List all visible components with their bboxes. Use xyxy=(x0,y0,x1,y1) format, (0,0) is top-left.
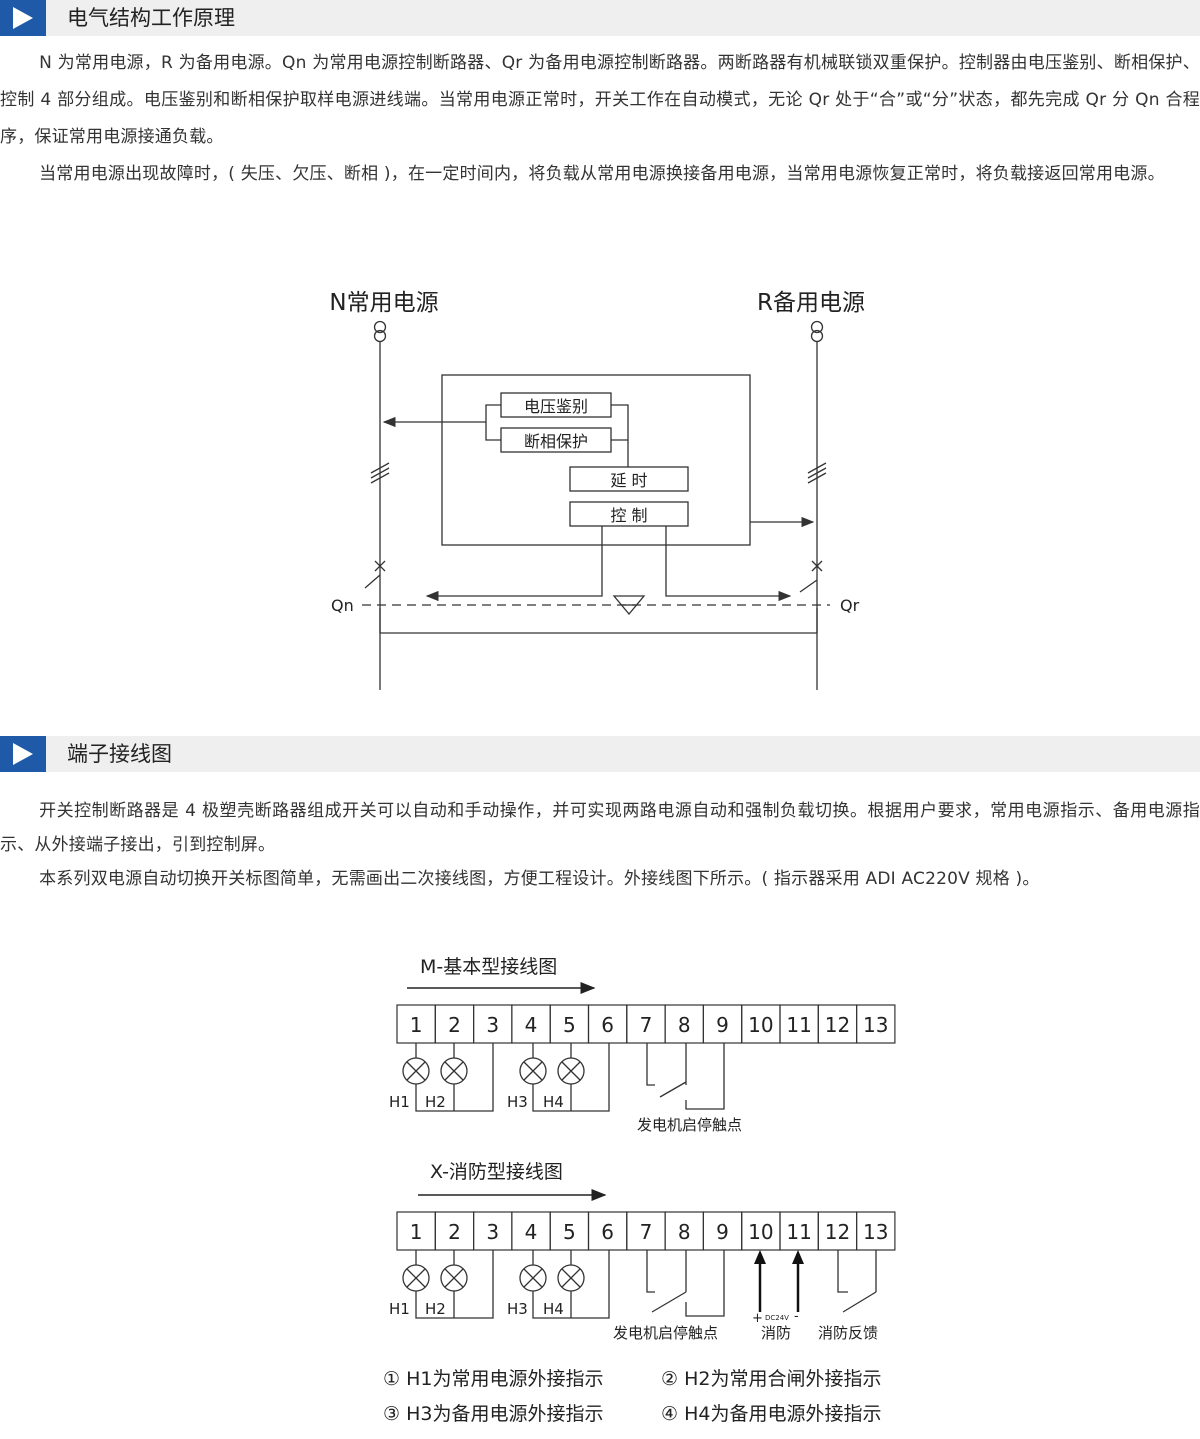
fire-label: 消防 xyxy=(761,1324,791,1342)
x-diagram-title: X-消防型接线图 xyxy=(430,1161,563,1183)
paragraph: N 为常用电源，R 为备用电源。Qn 为常用电源控制断路器、Qr 为备用电源控制… xyxy=(0,53,1200,147)
r-source-label: R备用电源 xyxy=(757,290,865,316)
h4-label: H4 xyxy=(543,1300,564,1318)
terminal-number: 6 xyxy=(601,1013,614,1037)
terminal-number: 12 xyxy=(825,1013,850,1037)
phase-protect-label: 断相保护 xyxy=(524,432,588,451)
dc-plus-label: + xyxy=(752,1311,763,1326)
play-icon-box xyxy=(0,736,46,772)
m-diagram-title: M-基本型接线图 xyxy=(420,956,557,978)
dc-voltage-label: DC24V xyxy=(765,1314,789,1322)
terminal-number: 5 xyxy=(563,1013,576,1037)
principle-text: N 为常用电源，R 为备用电源。Qn 为常用电源控制断路器、Qr 为备用电源控制… xyxy=(0,45,1200,193)
terminal-number: 6 xyxy=(601,1220,614,1244)
fire-feedback-label: 消防反馈 xyxy=(818,1324,878,1342)
terminal-number: 3 xyxy=(486,1013,499,1037)
h2-label: H2 xyxy=(425,1300,446,1318)
paragraph: 当常用电源出现故障时，( 失压、欠压、断相 )，在一定时间内，将负载从常用电源换… xyxy=(39,164,1165,184)
play-icon xyxy=(13,743,33,765)
terminal-number: 10 xyxy=(748,1013,773,1037)
h3-label: H3 xyxy=(507,1300,528,1318)
terminal-number: 9 xyxy=(716,1013,729,1037)
terminal-number: 7 xyxy=(640,1220,653,1244)
terminal-number: 3 xyxy=(486,1220,499,1244)
terminal-number: 2 xyxy=(448,1220,461,1244)
h4-label: H4 xyxy=(543,1093,564,1111)
generator-contact-label: 发电机启停触点 xyxy=(637,1116,742,1134)
h3-label: H3 xyxy=(507,1093,528,1111)
play-icon xyxy=(13,7,33,29)
h1-label: H1 xyxy=(389,1093,410,1111)
qn-label: Qn xyxy=(331,596,354,615)
terminal-number: 10 xyxy=(748,1220,773,1244)
paragraph: 本系列双电源自动切换开关标图简单，无需画出二次接线图，方便工程设计。外接线图下所… xyxy=(39,869,1040,889)
section-title: 电气结构工作原理 xyxy=(67,6,235,30)
section-header-wiring: 端子接线图 xyxy=(0,736,1200,772)
terminal-number: 2 xyxy=(448,1013,461,1037)
electrical-principle-diagram: N常用电源 R备用电源 电压鉴别 断相保护 延 时 控 制 Qn Qr xyxy=(329,290,865,690)
terminal-cell xyxy=(855,1004,896,1044)
terminal-number: 1 xyxy=(410,1013,423,1037)
terminal-number: 9 xyxy=(716,1220,729,1244)
terminal-number: 1 xyxy=(410,1220,423,1244)
wiring-text: 开关控制断路器是 4 极塑壳断路器组成开关可以自动和手动操作，并可实现两路电源自… xyxy=(0,794,1200,896)
section-header-principle: 电气结构工作原理 xyxy=(0,0,1200,36)
terminal-number: 7 xyxy=(640,1013,653,1037)
dc-minus-label: - xyxy=(794,1309,799,1324)
h2-label: H2 xyxy=(425,1093,446,1111)
terminal-number: 12 xyxy=(825,1220,850,1244)
section-title: 端子接线图 xyxy=(67,742,172,766)
terminal-number: 5 xyxy=(563,1220,576,1244)
voltage-detect-label: 电压鉴别 xyxy=(524,397,588,416)
terminal-number: 13 xyxy=(863,1013,888,1037)
legend-item: ③ H3为备用电源外接指示 xyxy=(383,1403,604,1425)
terminal-number: 4 xyxy=(525,1013,538,1037)
terminal-number: 4 xyxy=(525,1220,538,1244)
delay-label: 延 时 xyxy=(610,471,647,490)
terminal-number: 11 xyxy=(786,1013,811,1037)
n-source-label: N常用电源 xyxy=(329,290,438,316)
terminal-number: 8 xyxy=(678,1220,691,1244)
terminal-number: 11 xyxy=(786,1220,811,1244)
paragraph: 开关控制断路器是 4 极塑壳断路器组成开关可以自动和手动操作，并可实现两路电源自… xyxy=(0,801,1200,855)
generator-contact-label: 发电机启停触点 xyxy=(613,1324,718,1342)
play-icon-box xyxy=(0,0,46,36)
terminal-number: 13 xyxy=(863,1220,888,1244)
legend-item: ② H2为常用合闸外接指示 xyxy=(661,1368,882,1390)
h1-label: H1 xyxy=(389,1300,410,1318)
indicator-legend: ① H1为常用电源外接指示 ② H2为常用合闸外接指示 ③ H3为备用电源外接指… xyxy=(383,1362,943,1432)
legend-item: ① H1为常用电源外接指示 xyxy=(383,1368,604,1390)
terminal-number: 8 xyxy=(678,1013,691,1037)
control-label: 控 制 xyxy=(610,506,647,525)
qr-label: Qr xyxy=(840,596,860,615)
legend-item: ④ H4为备用电源外接指示 xyxy=(661,1403,882,1425)
